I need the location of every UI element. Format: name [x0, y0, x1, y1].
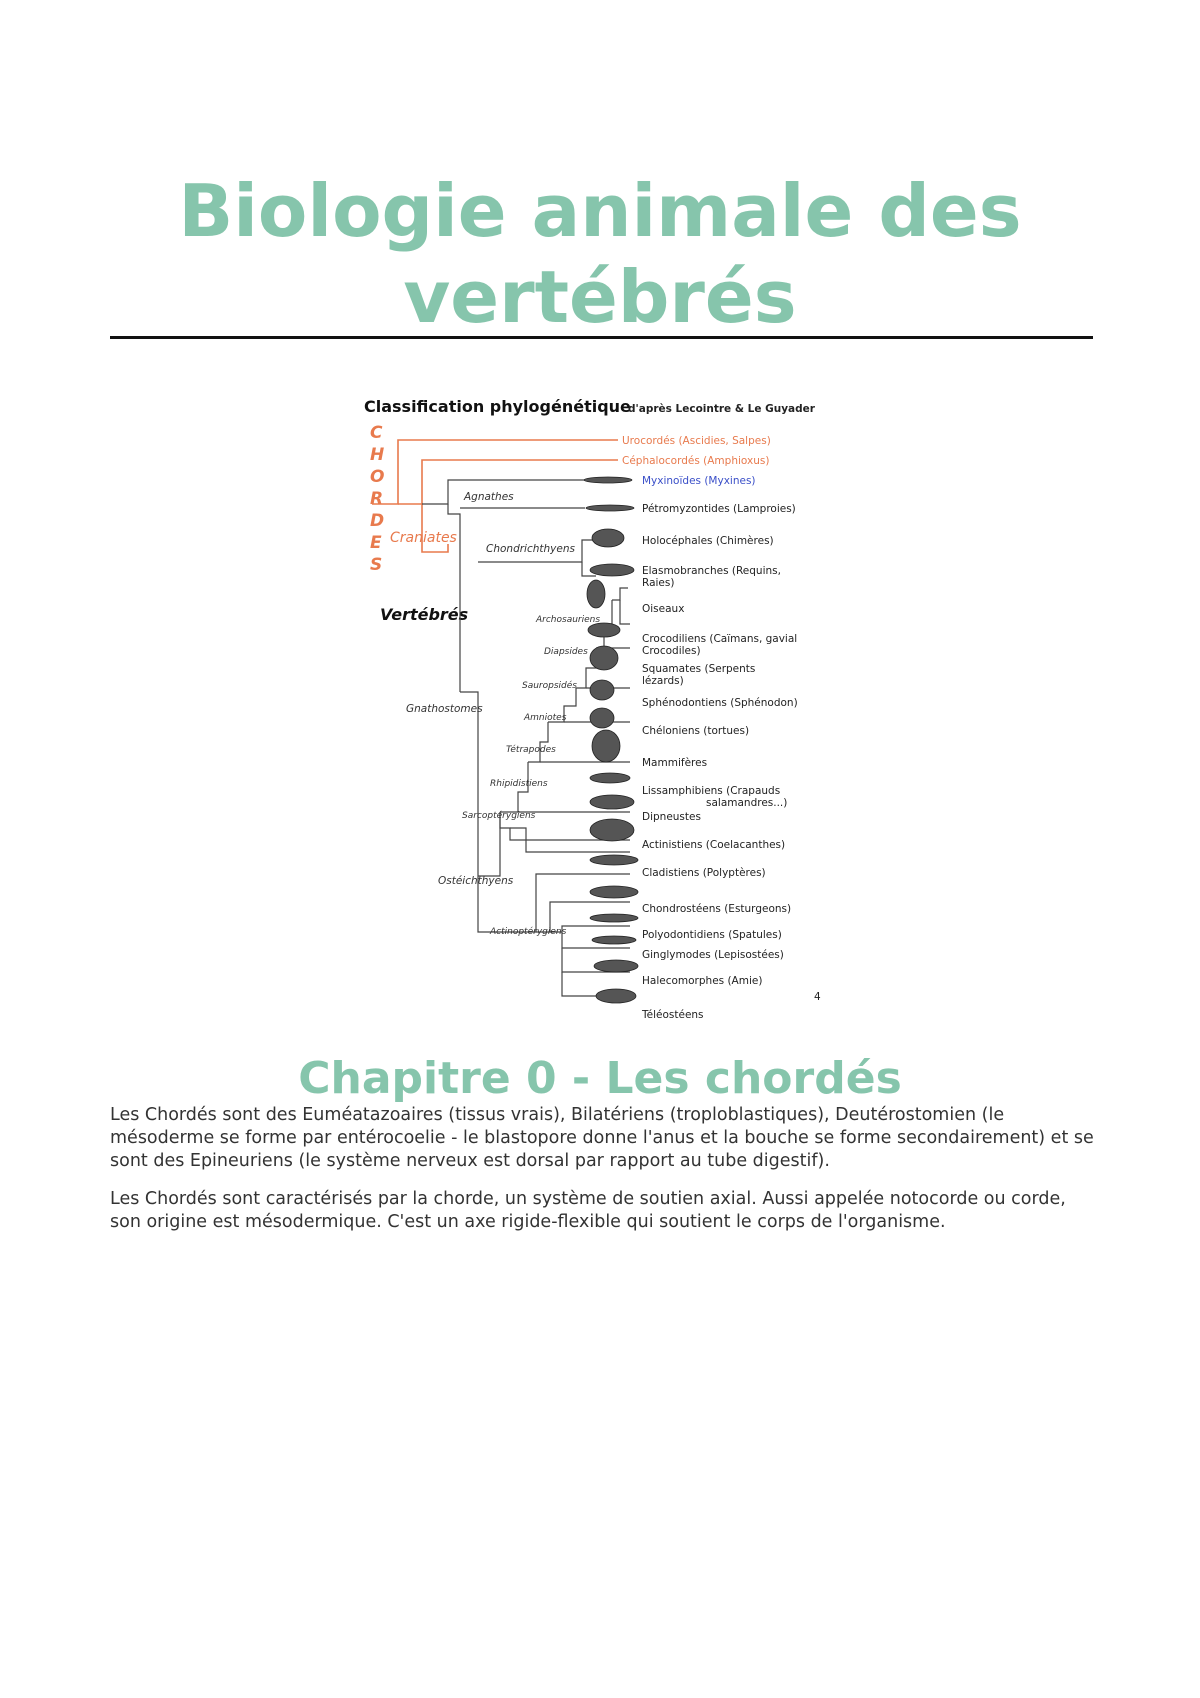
paragraph-1: Les Chordés sont des Euméatazoaires (tis…: [110, 1105, 1094, 1171]
node-craniates: Craniates: [390, 530, 457, 546]
chordes-letter-h: H: [370, 445, 384, 465]
node-vertebres: Vertébrés: [380, 605, 468, 624]
taxon-lissamphibiens-cont: salamandres...): [706, 797, 787, 809]
chapter-title: Chapitre 0 - Les chordés: [298, 1053, 902, 1104]
taxon-mammiferes: Mammifères: [642, 757, 707, 769]
node-amniotes: Amniotes: [523, 713, 567, 723]
chordes-letter-r: R: [370, 489, 383, 509]
node-actinopterygiens: Actinoptérygiens: [489, 926, 567, 937]
chordes-letter-d: D: [370, 511, 384, 531]
taxon-ginglymodes: Ginglymodes (Lepisostées): [642, 949, 784, 961]
chordate-branches: [372, 439, 618, 553]
node-gnathostomes: Gnathostomes: [406, 703, 483, 715]
phylogenetic-classification-figure: Classification phylogénétique d'après Le…: [350, 392, 860, 1032]
title-divider: [110, 336, 1093, 339]
node-sarcopterygiens: Sarcoptérygiens: [462, 810, 536, 821]
taxon-elasmobranches: Elasmobranches (Requins,: [642, 565, 781, 577]
taxon-cheloniens: Chéloniens (tortues): [642, 725, 749, 737]
animal-silhouettes: [583, 476, 639, 1004]
taxon-crocodiliens-cont: Crocodiles): [642, 645, 701, 657]
figure-page-number: 4: [814, 991, 821, 1003]
node-agnathes: Agnathes: [463, 491, 514, 503]
taxon-elasmobranches-cont: Raies): [642, 577, 674, 589]
chordes-letter-s: S: [370, 555, 382, 575]
taxon-halecomorphes: Halecomorphes (Amie): [642, 975, 762, 987]
taxon-chondrosteens: Chondrostéens (Esturgeons): [642, 903, 791, 915]
taxon-myxinoides: Myxinoïdes (Myxines): [642, 475, 756, 487]
taxon-polyodontidiens: Polyodontidiens (Spatules): [642, 929, 782, 941]
taxon-squamates: Squamates (Serpents: [642, 663, 755, 675]
taxon-teleosteens: Téléostéens: [641, 1009, 704, 1021]
node-archosauriens: Archosauriens: [535, 615, 600, 625]
taxon-urocordes: Urocordés (Ascidies, Salpes): [622, 435, 771, 447]
taxon-lissamphibiens: Lissamphibiens (Crapauds: [642, 785, 780, 797]
node-tetrapodes: Tétrapodes: [506, 744, 556, 755]
node-sauropsides: Sauropsidés: [522, 680, 577, 691]
chordes-letter-e: E: [370, 533, 382, 553]
taxon-squamates-cont: lézards): [642, 675, 684, 687]
node-diapsides: Diapsides: [544, 647, 588, 657]
taxon-dipneustes: Dipneustes: [642, 811, 701, 823]
figure-title: Classification phylogénétique: [364, 397, 631, 416]
taxon-sphenodontiens: Sphénodontiens (Sphénodon): [642, 697, 798, 709]
chordes-letter-c: C: [370, 423, 383, 443]
node-osteichthyens: Ostéichthyens: [438, 875, 514, 887]
taxon-holocephales: Holocéphales (Chimères): [642, 535, 774, 547]
node-chondrichthyens: Chondrichthyens: [486, 543, 575, 555]
figure-subtitle: d'après Lecointre & Le Guyader: [628, 403, 816, 415]
taxon-cephalocordes: Céphalocordés (Amphioxus): [622, 455, 769, 467]
taxon-crocodiliens: Crocodiliens (Caïmans, gavial: [642, 633, 797, 645]
chordes-letter-o: O: [370, 467, 384, 487]
taxon-oiseaux: Oiseaux: [642, 603, 684, 615]
paragraph-2: Les Chordés sont caractérisés par la cho…: [110, 1189, 1066, 1232]
node-rhipidistiens: Rhipidistiens: [490, 779, 548, 789]
taxon-actinistiens: Actinistiens (Coelacanthes): [642, 839, 785, 851]
taxon-petromyzontides: Pétromyzontides (Lamproies): [642, 503, 796, 515]
document-title: Biologie animale des vertébrés: [178, 169, 1022, 339]
taxon-cladistiens: Cladistiens (Polyptères): [642, 867, 766, 879]
phylogenetic-tree-svg: Classification phylogénétique d'après Le…: [364, 397, 821, 1021]
